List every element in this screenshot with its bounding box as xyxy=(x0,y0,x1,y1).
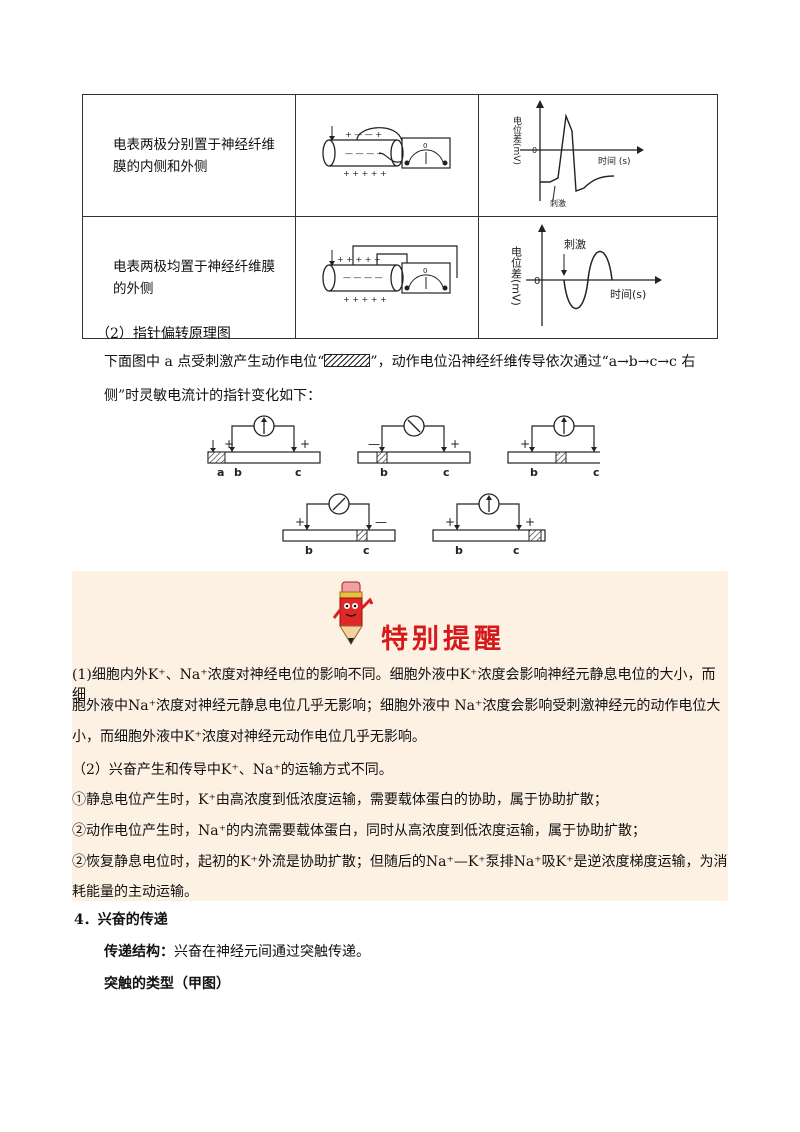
svg-text:+: + xyxy=(445,515,455,529)
tip-line: ②动作电位产生时，Na⁺的内流需要载体蛋白，同时从高浓度到低浓度运输，属于协助扩… xyxy=(72,823,646,839)
svg-text:a: a xyxy=(217,466,224,479)
galvanometer-1: + + a b c xyxy=(207,415,321,479)
galvanometer-5: + + b c xyxy=(432,493,546,557)
tip-box xyxy=(72,571,728,901)
row-description: 电表两极分别置于神经纤维膜的内侧和外侧 xyxy=(82,94,296,217)
svg-text:刺激: 刺激 xyxy=(550,198,566,208)
potential-graph: 0 时间 (s) 电位差(mV) 刺激 xyxy=(478,94,718,217)
table-row: 电表两极分别置于神经纤维膜的内侧和外侧 + — — + — — — — + + … xyxy=(82,94,718,217)
svg-text:+: + xyxy=(525,515,535,529)
svg-text:+ + + + +: + + + + + xyxy=(343,169,387,178)
svg-text:时间(s): 时间(s) xyxy=(610,288,646,301)
svg-text:— — — —: — — — — xyxy=(345,149,385,158)
svg-text:电位差(mV): 电位差(mV) xyxy=(511,115,522,165)
action-potential-graph: 0 时间 (s) 电位差(mV) 刺激 xyxy=(511,100,644,208)
svg-text:+: + xyxy=(224,437,234,451)
cell-diagram: + + + + + — — — — + + + + + 0 xyxy=(295,216,479,339)
svg-text:+: + xyxy=(520,437,530,451)
svg-text:c: c xyxy=(593,466,600,479)
term-text: 兴奋在神经元间通过突触传递。 xyxy=(174,944,370,960)
galvanometer-2: — + b c xyxy=(357,415,471,479)
tip-line: 小，而细胞外液中K⁺浓度对神经元动作电位几乎无影响。 xyxy=(72,729,426,745)
svg-text:c: c xyxy=(363,544,370,557)
text-segment: ”，动作电位沿神经纤维传导依次通过“a→b→c→c 右 xyxy=(370,354,696,370)
svg-text:0: 0 xyxy=(532,146,537,155)
cell-diagram: + — — + — — — — + + + + + 0 xyxy=(295,94,479,217)
svg-text:刺激: 刺激 xyxy=(564,237,586,251)
svg-text:b: b xyxy=(530,466,538,479)
paragraph-line: 下面图中 a 点受刺激产生动作电位“ ”，动作电位沿神经纤维传导依次通过“a→b→… xyxy=(104,352,695,372)
svg-text:0: 0 xyxy=(534,276,540,287)
nerve-fiber-diagram: + + + + + — — — — + + + + + 0 xyxy=(322,245,458,304)
nerve-fiber-diagram: + — — + — — — — + + + + + 0 xyxy=(322,126,451,178)
svg-text:b: b xyxy=(305,544,313,557)
svg-text:b: b xyxy=(234,466,242,479)
svg-text:c: c xyxy=(513,544,520,557)
svg-text:c: c xyxy=(443,466,450,479)
svg-text:b: b xyxy=(380,466,388,479)
biphasic-graph: 0 时间(s) 电位差(mV) 刺激 xyxy=(510,224,662,326)
svg-text:电位差(mV): 电位差(mV) xyxy=(510,246,523,306)
tip-line: (1)细胞内外K⁺、Na⁺浓度对神经电位的影响不同。细胞外液中K⁺浓度会影响神经… xyxy=(72,667,716,703)
row-description: 电表两极均置于神经纤维膜的外侧 xyxy=(82,216,296,339)
svg-text:+ + + + +: + + + + + xyxy=(343,295,387,304)
tip-line: ②恢复静息电位时，起初的K⁺外流是协助扩散；但随后的Na⁺—K⁺泵排Na⁺吸K⁺… xyxy=(72,854,728,870)
galvanometer-4: + — b c xyxy=(282,493,396,557)
paragraph-line: 传递结构：兴奋在神经元间通过突触传递。 xyxy=(104,942,370,962)
svg-text:— — — —: — — — — xyxy=(343,273,383,282)
tip-line: 胞外液中Na⁺浓度对神经元静息电位几乎无影响；细胞外液中 Na⁺浓度会影响受刺激… xyxy=(72,698,721,714)
svg-text:+: + xyxy=(450,437,460,451)
svg-text:—: — xyxy=(375,515,387,529)
paragraph-line: 侧”时灵敏电流计的指针变化如下： xyxy=(104,388,322,404)
tip-title: 特别提醒 xyxy=(381,624,505,655)
section-heading: 4．兴奋的传递 xyxy=(74,912,168,928)
svg-text:b: b xyxy=(455,544,463,557)
tip-line: ①静息电位产生时，K⁺由高浓度到低浓度运输，需要载体蛋白的协助，属于协助扩散； xyxy=(72,792,608,808)
term-label: 传递结构： xyxy=(104,944,174,960)
svg-text:时间 (s): 时间 (s) xyxy=(598,155,631,167)
table-row: 电表两极均置于神经纤维膜的外侧 + + + + + — — — — + + + … xyxy=(82,216,718,339)
text-segment: 下面图中 a 点受刺激产生动作电位“ xyxy=(104,354,325,370)
subheading: 突触的类型（甲图） xyxy=(104,976,230,992)
galvanometer-diagrams: + + a b c — + b c + + b c xyxy=(207,415,600,557)
tip-line: 耗能量的主动运输。 xyxy=(72,884,198,900)
svg-text:0: 0 xyxy=(423,267,427,275)
svg-text:+ + + + +: + + + + + xyxy=(337,255,381,264)
section-heading: （2）指针偏转原理图 xyxy=(96,326,231,342)
pencil-mascot-icon xyxy=(332,581,374,645)
potential-graph: 0 时间(s) 电位差(mV) 刺激 xyxy=(478,216,718,339)
svg-text:+: + xyxy=(295,515,305,529)
svg-text:+: + xyxy=(300,437,310,451)
hatched-swatch-icon xyxy=(324,354,371,367)
svg-text:c: c xyxy=(295,466,302,479)
galvanometer-3: + + b c xyxy=(507,415,600,479)
tip-line: （2）兴奋产生和传导中K⁺、Na⁺的运输方式不同。 xyxy=(72,762,393,778)
svg-text:—: — xyxy=(368,437,380,451)
svg-text:+ — — +: + — — + xyxy=(345,130,382,139)
comparison-table: 电表两极分别置于神经纤维膜的内侧和外侧 + — — + — — — — + + … xyxy=(82,94,718,339)
svg-text:0: 0 xyxy=(423,142,427,150)
